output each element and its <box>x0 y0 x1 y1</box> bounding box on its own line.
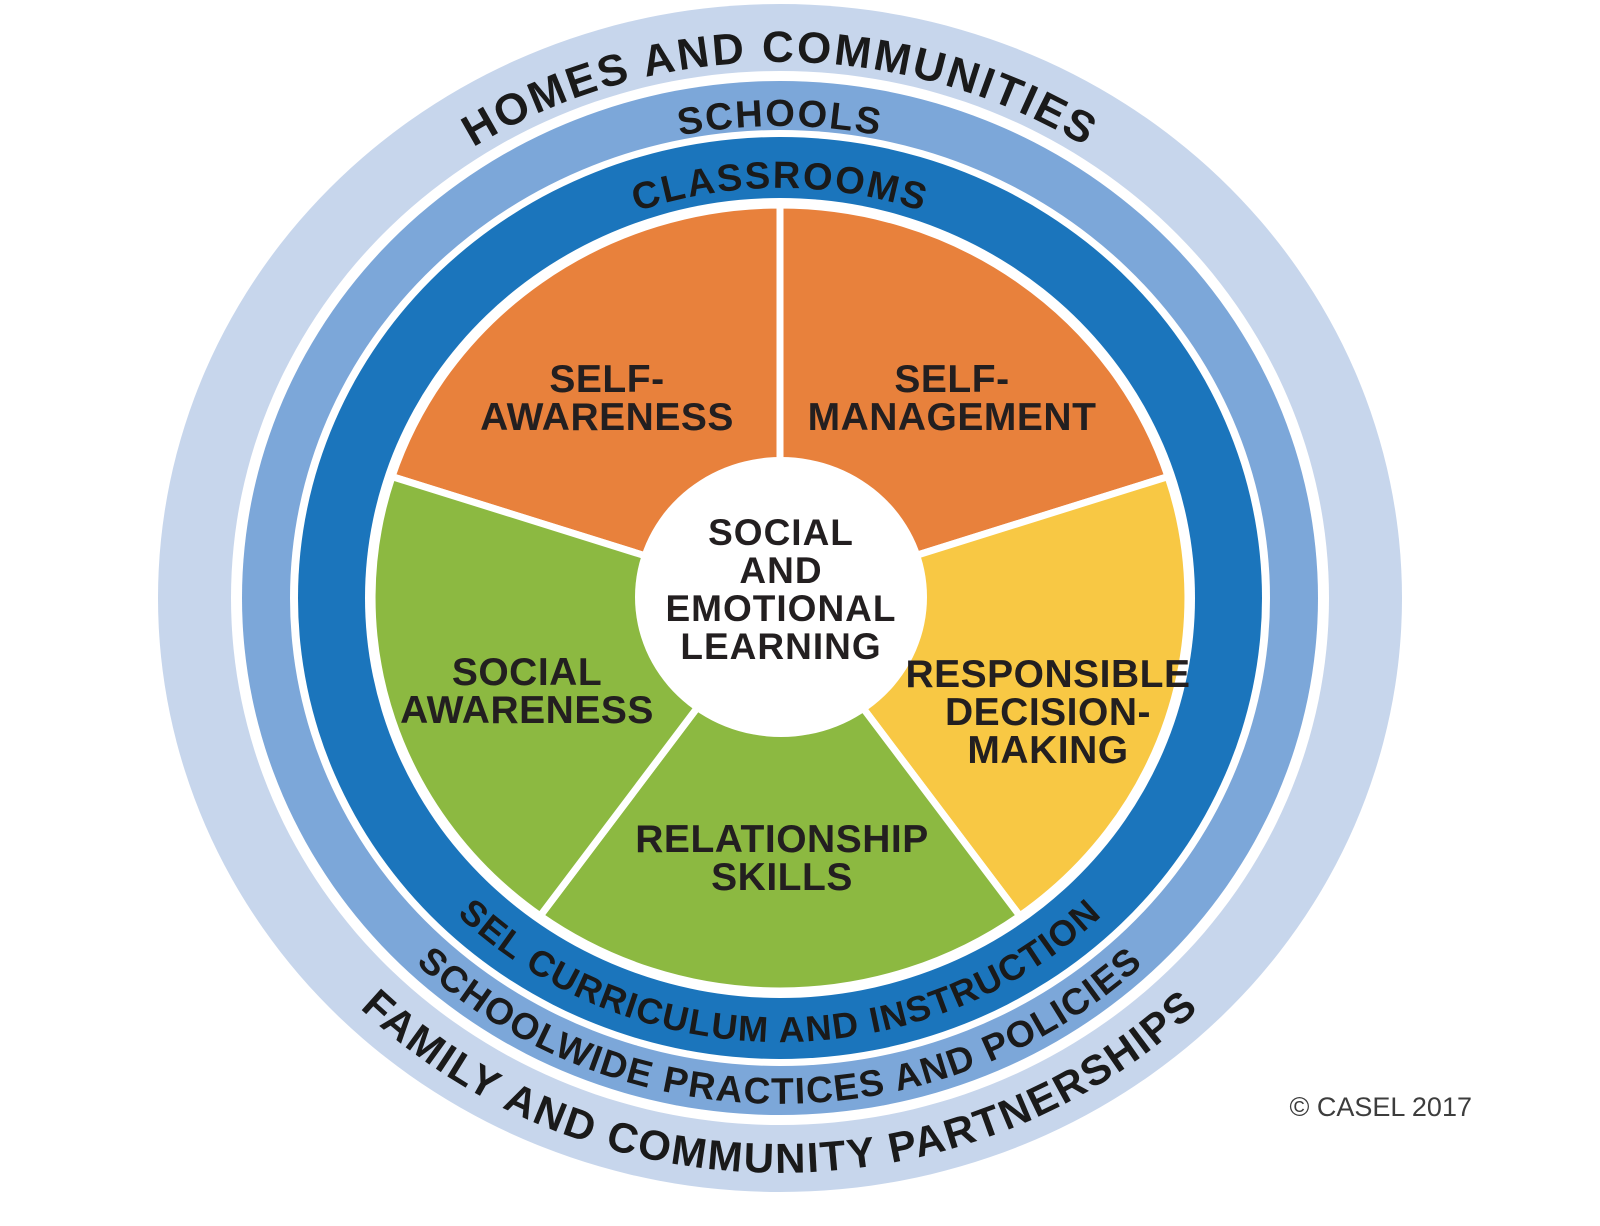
social-awareness-line-1: SOCIAL <box>452 651 602 694</box>
self-management-line-1: SELF- <box>894 358 1009 401</box>
label-responsible-decision-making: RESPONSIBLE DECISION- MAKING <box>905 653 1190 772</box>
label-social-awareness: SOCIAL AWARENESS <box>400 651 654 732</box>
center-circle <box>635 457 927 737</box>
relationship-line-1: RELATIONSHIP <box>635 818 928 861</box>
center-label: SOCIAL AND EMOTIONAL LEARNING <box>666 512 897 667</box>
relationship-line-2: SKILLS <box>711 856 853 899</box>
self-awareness-line-1: SELF- <box>549 358 664 401</box>
self-awareness-line-2: AWARENESS <box>480 396 734 439</box>
center-line-1: SOCIAL <box>708 512 854 553</box>
self-management-line-2: MANAGEMENT <box>808 396 1097 439</box>
wedge-relationship-skills <box>536 594 1024 995</box>
label-self-management: SELF- MANAGEMENT <box>808 358 1097 439</box>
copyright-notice: © CASEL 2017 <box>1289 1092 1472 1122</box>
center-line-3: EMOTIONAL <box>666 588 897 629</box>
label-relationship-skills: RELATIONSHIP SKILLS <box>635 818 928 899</box>
responsible-line-1: RESPONSIBLE <box>905 653 1190 696</box>
center-line-2: AND <box>739 550 822 591</box>
responsible-line-2: DECISION- <box>945 691 1151 734</box>
social-awareness-line-2: AWARENESS <box>400 689 654 732</box>
center-line-4: LEARNING <box>680 626 881 667</box>
responsible-line-3: MAKING <box>967 729 1128 772</box>
label-self-awareness: SELF- AWARENESS <box>480 358 734 439</box>
